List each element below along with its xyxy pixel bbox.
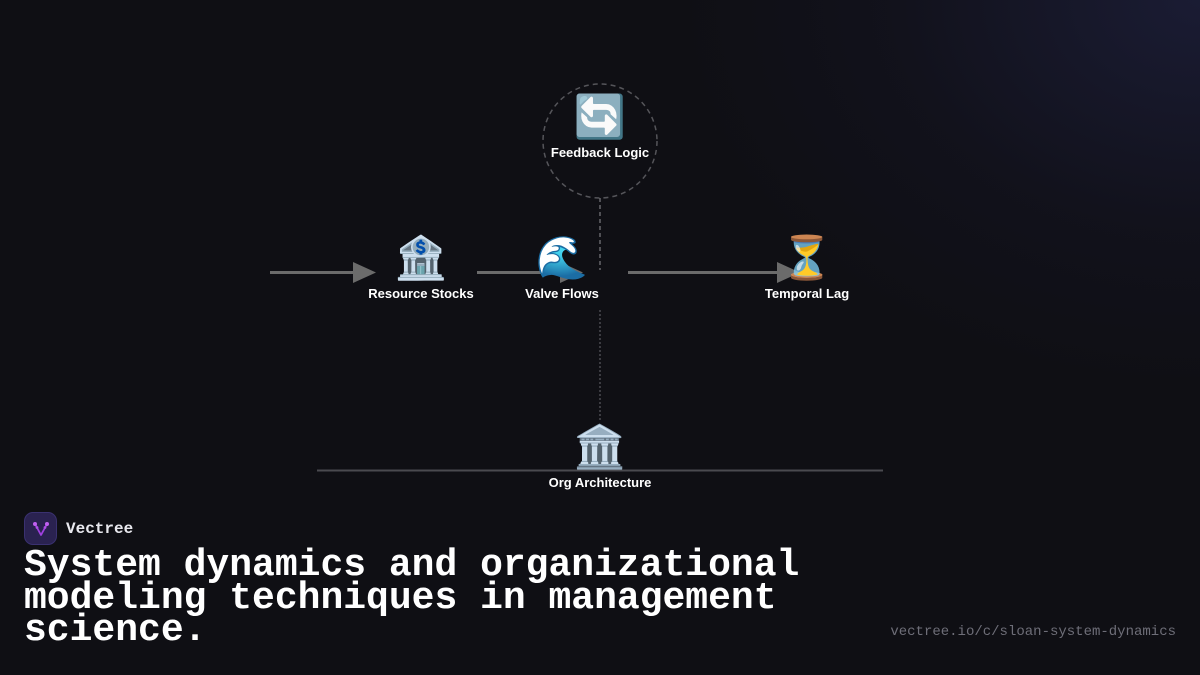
brand-name: Vectree xyxy=(66,519,134,538)
feedback-loop-ring xyxy=(542,83,658,199)
vectree-logo-icon xyxy=(24,512,57,545)
node-resource-stocks[interactable]: 🏦 Resource Stocks xyxy=(368,234,474,301)
stocks-to-flows-arrowhead xyxy=(560,262,583,283)
node-label: Valve Flows xyxy=(525,286,599,301)
node-temporal-lag[interactable]: ⏳ Temporal Lag xyxy=(765,234,849,301)
input-arrowhead xyxy=(353,262,376,283)
node-feedback-logic[interactable]: 🔄 Feedback Logic xyxy=(551,93,649,160)
node-org-architecture[interactable]: 🏛️ Org Architecture xyxy=(549,423,652,490)
node-label: Feedback Logic xyxy=(550,145,650,160)
node-valve-flows[interactable]: 🌊 Valve Flows xyxy=(525,234,599,301)
page-title: System dynamics and organizational model… xyxy=(24,544,800,652)
flows-to-lag-arrowhead xyxy=(777,262,800,283)
hourglass-icon: ⏳ xyxy=(780,234,834,281)
classical-building-icon: 🏛️ xyxy=(573,423,627,470)
brand: Vectree xyxy=(24,512,133,545)
node-label: Org Architecture xyxy=(548,475,652,490)
node-label: Resource Stocks xyxy=(368,286,474,301)
water-wave-icon: 🌊 xyxy=(535,234,589,281)
counterclockwise-arrows-icon: 🔄 xyxy=(573,93,627,140)
node-label: Temporal Lag xyxy=(764,286,850,301)
source-url[interactable]: vectree.io/c/sloan-system-dynamics xyxy=(890,624,1176,640)
bank-icon: 🏦 xyxy=(394,234,448,281)
